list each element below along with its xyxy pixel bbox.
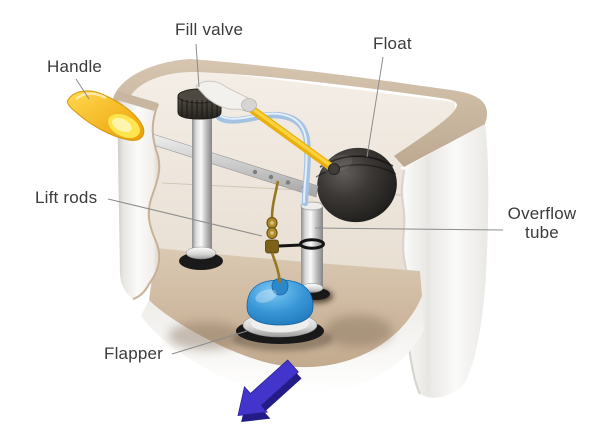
chain-clamp-arm bbox=[278, 243, 302, 248]
wall-wavy-edge bbox=[132, 103, 161, 300]
flapper-dome bbox=[246, 279, 314, 326]
clip-hole bbox=[270, 221, 274, 225]
arrow-face bbox=[237, 359, 299, 416]
floor-shadow-left bbox=[168, 322, 244, 350]
leader-lines bbox=[75, 43, 504, 355]
wall-top-edge bbox=[114, 91, 158, 111]
lift-chain-lower-wire bbox=[270, 252, 282, 284]
label-overflow-tube: Overflow tube bbox=[496, 204, 588, 242]
lever-hole bbox=[285, 180, 291, 185]
label-handle: Handle bbox=[47, 57, 103, 76]
leader-handle bbox=[75, 78, 90, 100]
lever-hole bbox=[252, 169, 258, 175]
flapper bbox=[233, 278, 333, 351]
leader-overflow-tube bbox=[314, 227, 504, 231]
label-lift-rods: Lift rods bbox=[35, 188, 98, 207]
leader-flapper bbox=[171, 330, 248, 355]
floor-shadow-right bbox=[324, 315, 392, 347]
lever-hole bbox=[268, 174, 274, 180]
leader-float bbox=[366, 56, 384, 158]
leader-lift-rods bbox=[107, 198, 263, 237]
clip-hole bbox=[270, 231, 274, 235]
label-flapper: Flapper bbox=[104, 344, 164, 363]
float-arm-rod bbox=[239, 99, 340, 175]
chain-clamp-ring bbox=[299, 238, 325, 250]
label-overflow-line2: tube bbox=[525, 223, 559, 243]
label-fill-valve: Fill valve bbox=[175, 20, 244, 39]
fill-valve-pipe bbox=[192, 110, 212, 256]
fill-valve-outlet-nub bbox=[241, 98, 257, 112]
float-arm-connector bbox=[328, 163, 340, 175]
flapper-highlight bbox=[255, 289, 277, 303]
wall-face bbox=[117, 92, 160, 299]
fill-valve-cap-ribs bbox=[181, 99, 218, 119]
label-float: Float bbox=[373, 34, 412, 53]
fill-valve bbox=[177, 80, 257, 270]
flush-handle bbox=[67, 90, 145, 141]
lift-chain bbox=[265, 180, 325, 284]
float-seam bbox=[315, 164, 397, 178]
lift-chain-block bbox=[265, 239, 279, 254]
tank-front-bottom bbox=[141, 296, 424, 395]
tank-top-rim bbox=[112, 59, 488, 167]
tank-right-wall bbox=[401, 124, 489, 398]
lift-chain-upper-wire bbox=[270, 180, 280, 218]
overflow-tube-body bbox=[301, 206, 323, 294]
fill-valve-collar bbox=[185, 246, 217, 260]
flow-arrow bbox=[237, 359, 302, 423]
front-wall-cutaway bbox=[114, 91, 161, 300]
handle-glow-core bbox=[112, 117, 132, 133]
leader-fill-valve bbox=[195, 43, 200, 88]
label-overflow-line1: Overflow bbox=[507, 204, 577, 223]
handle-shine bbox=[75, 92, 107, 100]
